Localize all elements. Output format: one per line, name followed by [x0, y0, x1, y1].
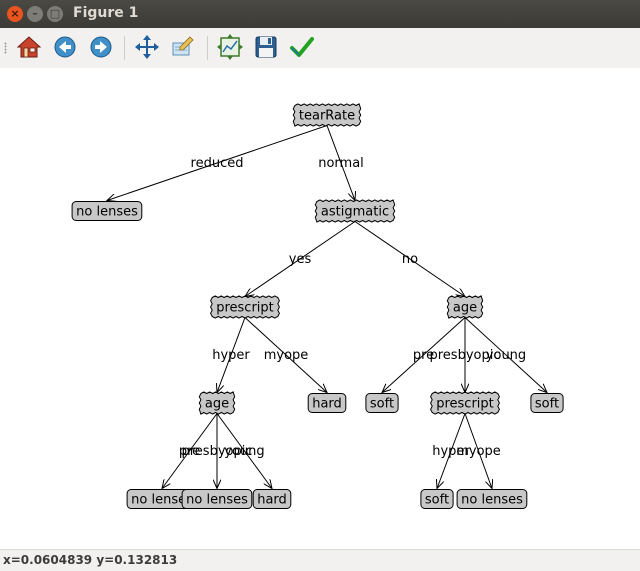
tree-edge-label: pre	[179, 444, 200, 459]
tree-edge-label: reduced	[191, 156, 244, 171]
leaf-box	[420, 489, 454, 509]
tree-node-label: prescript	[436, 397, 494, 412]
tree-leaf-node: no lenses	[126, 489, 198, 509]
tree-edge-arrow	[107, 125, 328, 201]
tree-decision-node: tearRate	[292, 103, 362, 127]
tree-node-label: age	[205, 397, 229, 412]
maximize-window-button[interactable]: □	[47, 6, 63, 22]
forward-button[interactable]	[88, 34, 114, 60]
leaf-box	[252, 489, 292, 509]
tree-edge-label: young	[224, 444, 264, 459]
cursor-coordinates-readout: x=0.0604839 y=0.132813	[0, 549, 640, 571]
tree-edge-arrow	[216, 413, 272, 489]
tree-edge-arrow	[437, 413, 466, 489]
edit-parameters-button[interactable]	[289, 34, 315, 60]
pan-button[interactable]	[134, 34, 160, 60]
tree-edge-label: normal	[318, 156, 364, 171]
tree-leaf-node: hard	[307, 393, 347, 413]
close-window-button[interactable]: ×	[7, 6, 23, 22]
tree-node-label: soft	[425, 493, 449, 508]
save-button[interactable]	[253, 34, 279, 60]
tree-edge-arrow	[354, 221, 465, 297]
decision-box	[198, 391, 236, 415]
tree-leaf-node: no lenses	[71, 201, 143, 221]
tree-edge-label: pre	[413, 348, 434, 363]
tree-leaf-node: soft	[420, 489, 454, 509]
zoom-rect-button[interactable]	[170, 34, 196, 60]
tree-edge-arrow	[382, 317, 466, 393]
tree-decision-node: astigmatic	[314, 199, 396, 223]
tree-node-label: soft	[535, 397, 559, 412]
navigation-toolbar	[0, 28, 640, 68]
tree-node-label: hard	[257, 493, 287, 508]
toolbar-separator	[207, 36, 208, 60]
tree-decision-node: prescript	[430, 391, 500, 415]
tree-node-label: no lenses	[131, 493, 193, 508]
decision-box	[430, 391, 500, 415]
tree-edge-arrow	[464, 413, 492, 489]
tree-leaf-node: no lenses	[181, 489, 253, 509]
toolbar-separator	[124, 36, 125, 60]
tree-edge-label: hyper	[432, 444, 470, 459]
tree-edge-arrow	[217, 317, 246, 393]
tree-node-label: hard	[312, 397, 342, 412]
window-title: Figure 1	[73, 5, 139, 21]
tree-edge-arrow	[244, 317, 327, 393]
title-bar[interactable]: × – □ Figure 1	[0, 0, 640, 28]
tree-decision-node: age	[198, 391, 236, 415]
tree-node-label: age	[453, 301, 477, 316]
decision-box	[314, 199, 396, 223]
tree-edge-label: yes	[289, 252, 312, 267]
forward-arrow-icon	[90, 36, 112, 58]
toolbar-grip-handle[interactable]	[4, 42, 7, 54]
tree-edge-label: presbyopic	[182, 444, 253, 459]
tree-edge-label: myope	[264, 348, 309, 363]
back-arrow-icon	[54, 36, 76, 58]
tree-leaf-node: soft	[530, 393, 564, 413]
back-button[interactable]	[52, 34, 78, 60]
minimize-window-button[interactable]: –	[27, 6, 43, 22]
home-icon	[16, 36, 42, 58]
save-disk-icon	[255, 36, 277, 58]
tree-node-label: prescript	[216, 301, 274, 316]
tree-decision-node: prescript	[210, 295, 280, 319]
tree-node-label: astigmatic	[321, 205, 389, 220]
tree-node-label: tearRate	[299, 109, 355, 124]
tree-node-label: soft	[370, 397, 394, 412]
decision-box	[210, 295, 280, 319]
tree-edge-label: no	[402, 252, 418, 267]
tree-edge-arrow	[245, 221, 356, 297]
tree-edge-label: hyper	[212, 348, 250, 363]
tree-edge-arrow	[326, 125, 355, 201]
subplots-configure-button[interactable]	[217, 34, 243, 60]
tree-edge-arrow	[162, 413, 218, 489]
decision-tree-diagram: tearRate no lenses astigmatic prescript age a…	[71, 103, 564, 509]
leaf-box	[307, 393, 347, 413]
zoom-rect-icon	[172, 36, 194, 56]
figure-canvas[interactable]: tearRate no lenses astigmatic prescript age a…	[0, 68, 640, 549]
tree-node-label: no lenses	[76, 205, 138, 220]
decision-box	[292, 103, 362, 127]
leaf-box	[456, 489, 528, 509]
tree-edge-label: young	[486, 348, 526, 363]
tree-leaf-node: soft	[365, 393, 399, 413]
tree-edge-label: myope	[456, 444, 501, 459]
leaf-box	[71, 201, 143, 221]
tree-leaf-node: no lenses	[456, 489, 528, 509]
home-button[interactable]	[16, 34, 42, 60]
decision-box	[446, 295, 484, 319]
tree-node-label: no lenses	[186, 493, 248, 508]
tree-leaf-node: hard	[252, 489, 292, 509]
pan-move-icon	[135, 35, 159, 59]
leaf-box	[181, 489, 253, 509]
tree-node-label: no lenses	[461, 493, 523, 508]
subplots-configure-icon	[217, 34, 243, 60]
edit-check-icon	[290, 37, 314, 57]
tree-edge-label: presbyopic	[430, 348, 501, 363]
leaf-box	[365, 393, 399, 413]
tree-edge-arrow	[464, 317, 547, 393]
leaf-box	[530, 393, 564, 413]
tree-decision-node: age	[446, 295, 484, 319]
